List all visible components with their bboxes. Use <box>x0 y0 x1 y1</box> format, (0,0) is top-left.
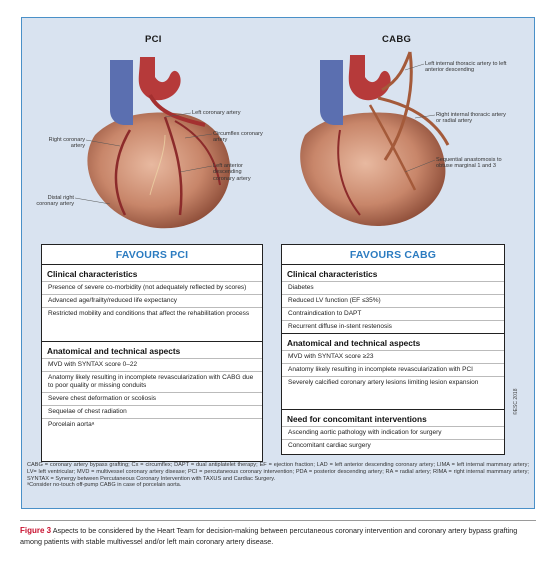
favours-cabg-box: FAVOURS CABG Clinical characteristics Di… <box>281 244 505 455</box>
list-item: MVD with SYNTAX score 0–22 <box>42 358 262 371</box>
list-item: Contraindication to DAPT <box>282 307 504 320</box>
list-item: Concomitant cardiac surgery <box>282 439 504 452</box>
label-circumflex: Circumflex coronary artery <box>213 131 263 144</box>
porcelain-aorta-note: ᵃConsider no-touch off-pump CABG in case… <box>27 482 182 489</box>
list-item: Presence of severe co-morbidity (not ade… <box>42 281 262 294</box>
list-item: Recurrent diffuse in-stent restenosis <box>282 320 504 333</box>
cabg-anatomical-section: Anatomical and technical aspects MVD wit… <box>282 334 504 389</box>
pci-heart-illustration <box>87 57 231 229</box>
label-sequential-anastomosis: Sequential anastomosis to obtuse margina… <box>436 157 502 170</box>
list-item: Anatomy likely resulting in incomplete r… <box>282 363 504 376</box>
list-item: Restricted mobility and conditions that … <box>42 307 262 320</box>
list-item: Sequelae of chest radiation <box>42 405 262 418</box>
copyright-notice: ©ESC 2018 <box>513 388 519 415</box>
label-lima: Left internal thoracic artery to left an… <box>425 61 507 74</box>
list-item: Porcelain aortaᵃ <box>42 418 262 431</box>
pci-title: PCI <box>145 34 162 45</box>
cabg-concomitant-section: Need for concomitant interventions Ascen… <box>282 410 504 452</box>
label-rima: Right internal thoracic artery or radial… <box>436 112 506 125</box>
list-item: Reduced LV function (EF ≤35%) <box>282 294 504 307</box>
cabg-anatomical-heading: Anatomical and technical aspects <box>287 338 421 348</box>
label-right-coronary-artery: Right coronary artery <box>48 137 85 150</box>
list-item: Ascending aortic pathology with indicati… <box>282 426 504 439</box>
label-left-coronary-artery: Left coronary artery <box>192 110 241 116</box>
list-item: Severely calcified coronary artery lesio… <box>282 376 504 389</box>
cabg-title: CABG <box>382 34 412 45</box>
label-distal-right-coronary-artery: Distal right coronary artery <box>36 195 74 208</box>
list-item: Diabetes <box>282 281 504 294</box>
cabg-concomitant-heading: Need for concomitant interventions <box>287 414 427 424</box>
pci-anatomical-heading: Anatomical and technical aspects <box>47 346 181 356</box>
abbreviations-footnote: CABG = coronary artery bypass grafting; … <box>27 462 529 489</box>
list-item: Anatomy likely resulting in incomplete r… <box>42 371 262 392</box>
list-item: MVD with SYNTAX score ≥23 <box>282 350 504 363</box>
favours-pci-title: FAVOURS PCI <box>115 249 189 261</box>
label-lad: Left anterior descending coronary artery <box>213 163 251 182</box>
cabg-clinical-heading: Clinical characteristics <box>287 269 378 279</box>
pci-anatomical-section: Anatomical and technical aspects MVD wit… <box>42 342 262 431</box>
caption-divider <box>20 520 536 521</box>
abbreviations-text: CABG = coronary artery bypass grafting; … <box>27 462 529 482</box>
cabg-heart-illustration <box>300 51 450 226</box>
favours-cabg-title: FAVOURS CABG <box>349 249 437 261</box>
cabg-clinical-section: Clinical characteristics Diabetes Reduce… <box>282 265 504 333</box>
figure-caption: Figure 3 Aspects to be considered by the… <box>20 526 540 547</box>
list-item: Severe chest deformation or scoliosis <box>42 392 262 405</box>
list-item: Advanced age/frailty/reduced life expect… <box>42 294 262 307</box>
pci-clinical-section: Clinical characteristics Presence of sev… <box>42 265 262 320</box>
figure-label: Figure 3 <box>20 526 52 535</box>
caption-text: Aspects to be considered by the Heart Te… <box>20 526 518 546</box>
pci-clinical-heading: Clinical characteristics <box>47 269 138 279</box>
favours-pci-box: FAVOURS PCI Clinical characteristics Pre… <box>41 244 263 462</box>
